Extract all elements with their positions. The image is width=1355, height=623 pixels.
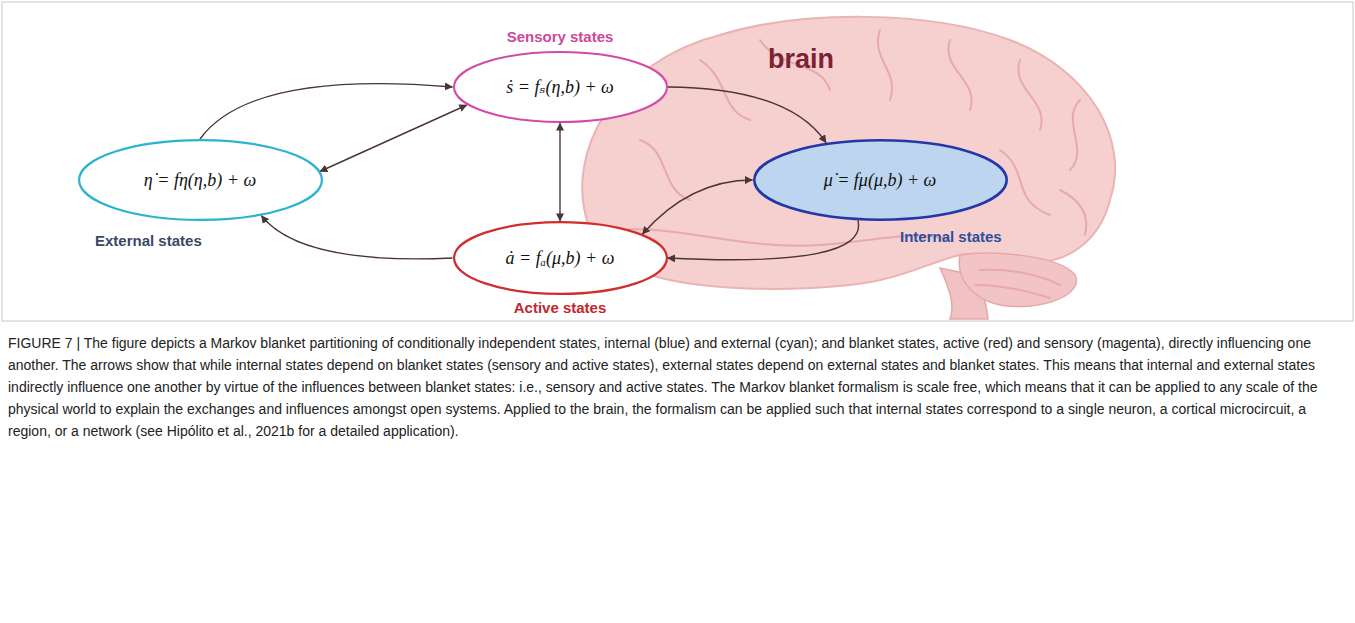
figure-caption: FIGURE 7 | The figure depicts a Markov b…	[8, 332, 1344, 442]
state-equation: μ̇ = fμ(μ,b) + ω	[824, 170, 937, 191]
state-heading: External states	[95, 232, 202, 250]
state-heading: Internal states	[900, 228, 1002, 246]
influence-arrow	[200, 84, 453, 139]
influence-arrow	[261, 216, 452, 259]
brain-label: brain	[768, 44, 834, 75]
state-heading: Sensory states	[507, 28, 614, 46]
internal-ellipse: Internal statesμ̇ = fμ(μ,b) + ω	[753, 139, 1008, 221]
influence-arrow	[642, 180, 752, 234]
ellipse-shape	[79, 140, 322, 220]
external-ellipse: External statesη̇ = fη(η,b) + ω	[78, 139, 323, 221]
ellipse-shape	[454, 222, 667, 294]
influence-arrow	[559, 123, 560, 221]
ellipse-shape	[754, 140, 1006, 219]
ellipse-shape	[454, 52, 667, 122]
active-ellipse: Active statesȧ = fₐ(μ,b) + ω	[453, 221, 668, 295]
state-equation: ṡ = fₛ(η,b) + ω	[506, 76, 614, 98]
sensory-ellipse: Sensory statesṡ = fₛ(η,b) + ω	[453, 51, 668, 123]
state-equation: η̇ = fη(η,b) + ω	[144, 170, 256, 191]
state-heading: Active states	[514, 299, 607, 317]
influence-arrow	[668, 220, 859, 259]
state-equation: ȧ = fₐ(μ,b) + ω	[506, 248, 615, 269]
influence-arrow	[668, 87, 827, 143]
brain-illustration	[582, 17, 1115, 319]
influence-arrow	[320, 105, 467, 172]
figure-frame	[2, 2, 1353, 321]
